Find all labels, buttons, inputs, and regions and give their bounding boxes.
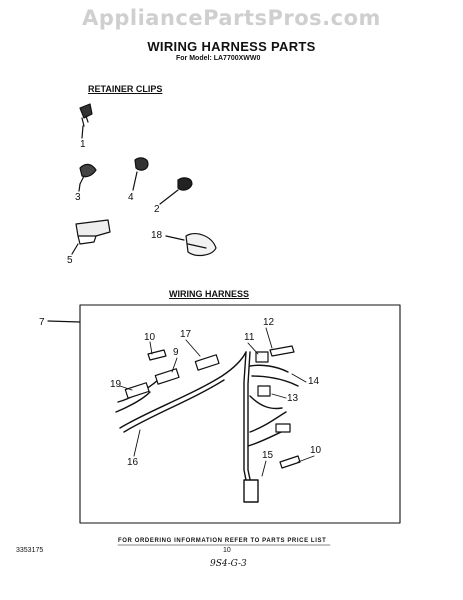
callout-4: 4	[128, 192, 134, 203]
callout-16: 16	[127, 457, 139, 468]
section-wiring-harness: WIRING HARNESS	[169, 289, 250, 299]
harness-connectors	[124, 345, 301, 469]
callout-9: 9	[173, 347, 179, 358]
page-number: 10	[223, 547, 231, 554]
retainer-clip-3-drawing	[78, 163, 97, 192]
callout-17: 17	[180, 329, 192, 340]
callout-13: 13	[287, 393, 299, 404]
section-retainer-clips: RETAINER CLIPS	[88, 84, 163, 94]
callout-15: 15	[262, 450, 274, 461]
callout-5: 5	[67, 255, 73, 266]
retainer-clip-5-drawing	[71, 219, 111, 255]
watermark-text: AppliancePartsPros.com	[82, 6, 381, 30]
document-number: 3353175	[16, 547, 44, 554]
callout-1: 1	[80, 139, 86, 150]
callout-11: 11	[244, 332, 255, 343]
leader-lines	[119, 327, 315, 477]
harness-frame	[79, 304, 401, 524]
callout-10-upper: 10	[144, 332, 156, 343]
ordering-note: FOR ORDERING INFORMATION REFER TO PARTS …	[118, 538, 327, 544]
model-line: For Model: LA7700XWW0	[176, 55, 261, 62]
retainer-clip-2-drawing	[159, 177, 193, 205]
callout-2: 2	[154, 204, 160, 215]
callout-18: 18	[151, 230, 163, 241]
retainer-clip-18-drawing	[165, 233, 217, 257]
callout-3: 3	[75, 192, 81, 203]
callout-12: 12	[263, 317, 275, 328]
handwritten-note: 9S4-G-3	[210, 559, 247, 569]
callout-10-lower: 10	[310, 445, 322, 456]
wiring-harness-drawing	[115, 351, 299, 503]
callout-19: 19	[110, 379, 122, 390]
page-title: WIRING HARNESS PARTS	[147, 39, 316, 54]
callout-7: 7	[39, 317, 45, 328]
retainer-clip-1-drawing	[79, 103, 93, 139]
retainer-clip-4-drawing	[132, 157, 149, 191]
callout-14: 14	[308, 376, 320, 387]
